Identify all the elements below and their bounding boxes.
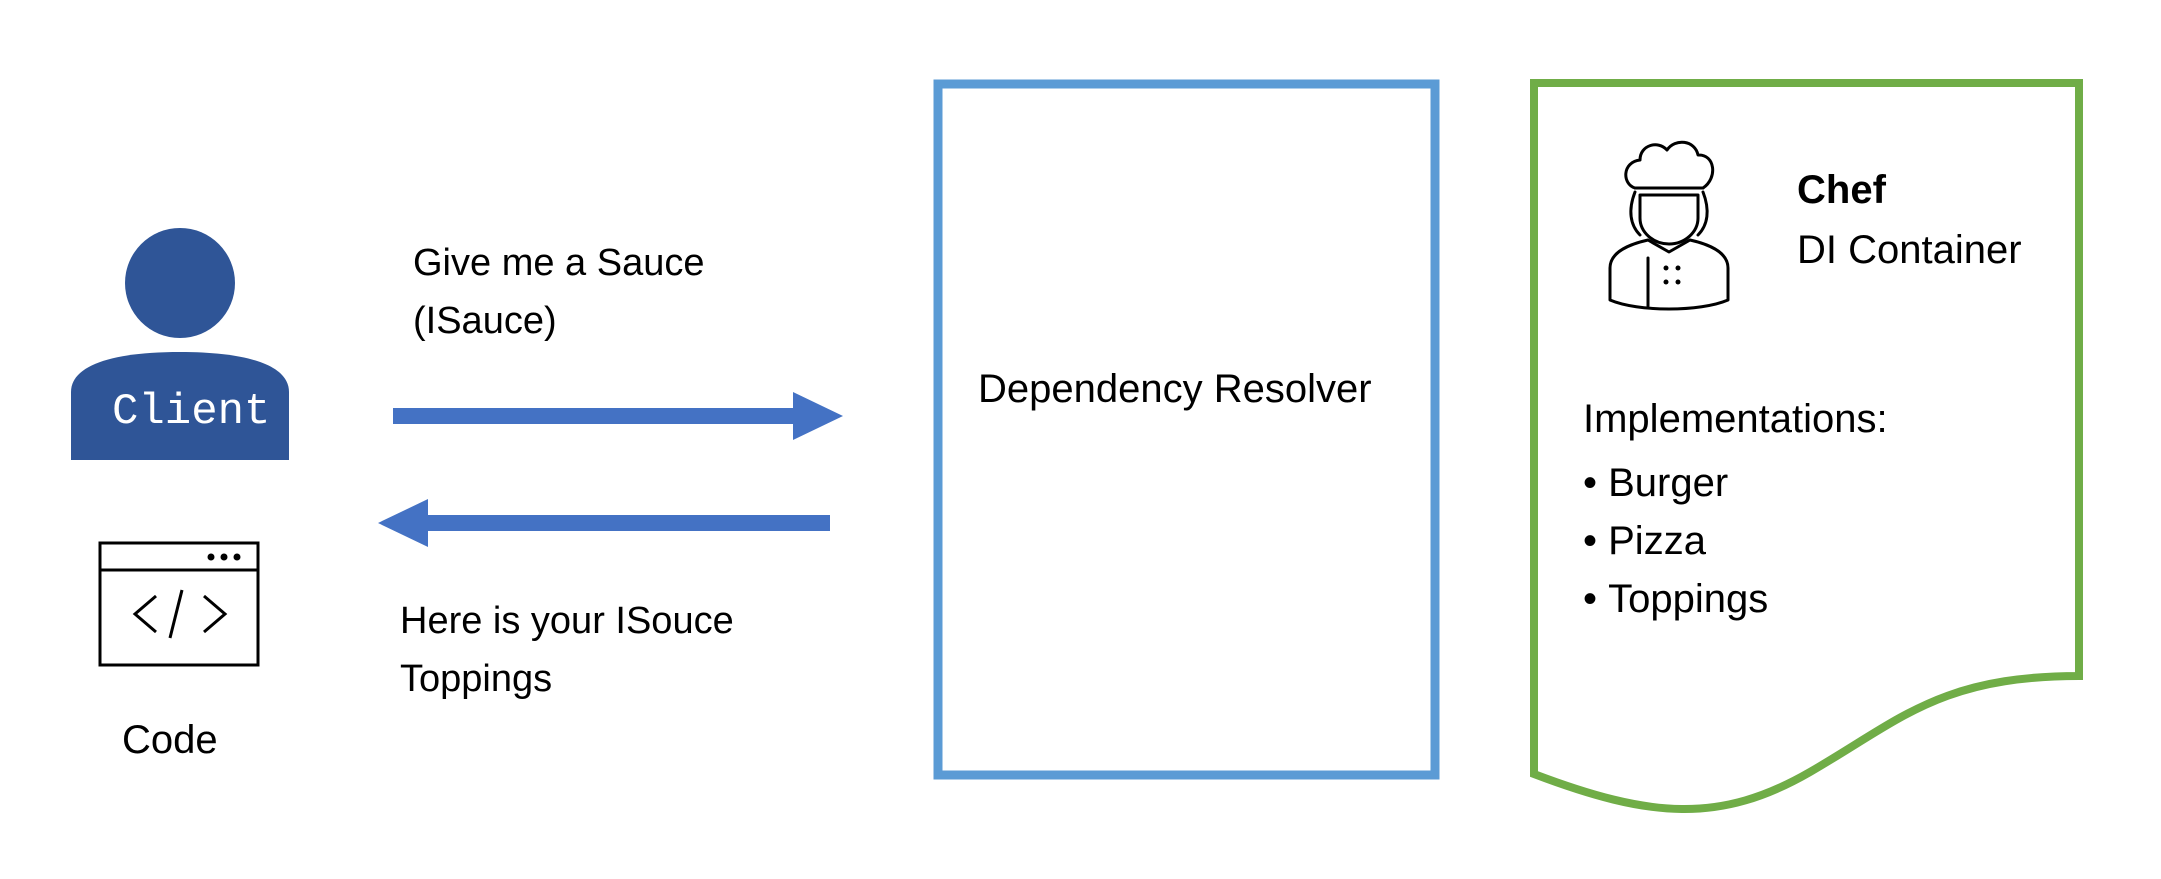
request-arrow bbox=[393, 392, 843, 440]
code-window-icon bbox=[98, 541, 260, 667]
bullet: • bbox=[1583, 577, 1609, 621]
di-container-document bbox=[1530, 79, 2083, 813]
implementation-name: Toppings bbox=[1608, 577, 1769, 621]
request-text-line2: (ISauce) bbox=[413, 300, 557, 342]
container-subtitle: DI Container bbox=[1797, 228, 2022, 272]
list-item: • Toppings bbox=[1583, 570, 1768, 628]
response-text-line1: Here is your ISouce bbox=[400, 600, 734, 642]
list-item: • Burger bbox=[1583, 454, 1768, 512]
implementation-name: Burger bbox=[1608, 461, 1729, 505]
list-item: • Pizza bbox=[1583, 512, 1768, 570]
container-title: Chef bbox=[1797, 168, 1886, 212]
response-text-line2: Toppings bbox=[400, 658, 553, 700]
chef-icon bbox=[1608, 140, 1730, 311]
response-arrow bbox=[378, 499, 830, 547]
client-person-icon bbox=[71, 228, 289, 460]
implementations-list: • Burger • Pizza • Toppings bbox=[1583, 454, 1768, 628]
bullet: • bbox=[1583, 519, 1609, 563]
request-text-line1: Give me a Sauce bbox=[413, 242, 705, 284]
dependency-resolver-label: Dependency Resolver bbox=[978, 367, 1372, 411]
client-label: Client bbox=[112, 387, 271, 437]
code-label: Code bbox=[122, 718, 218, 762]
dependency-resolver-box bbox=[933, 79, 1440, 780]
implementations-heading: Implementations: bbox=[1583, 397, 1888, 441]
implementation-name: Pizza bbox=[1608, 519, 1706, 563]
bullet: • bbox=[1583, 461, 1609, 505]
